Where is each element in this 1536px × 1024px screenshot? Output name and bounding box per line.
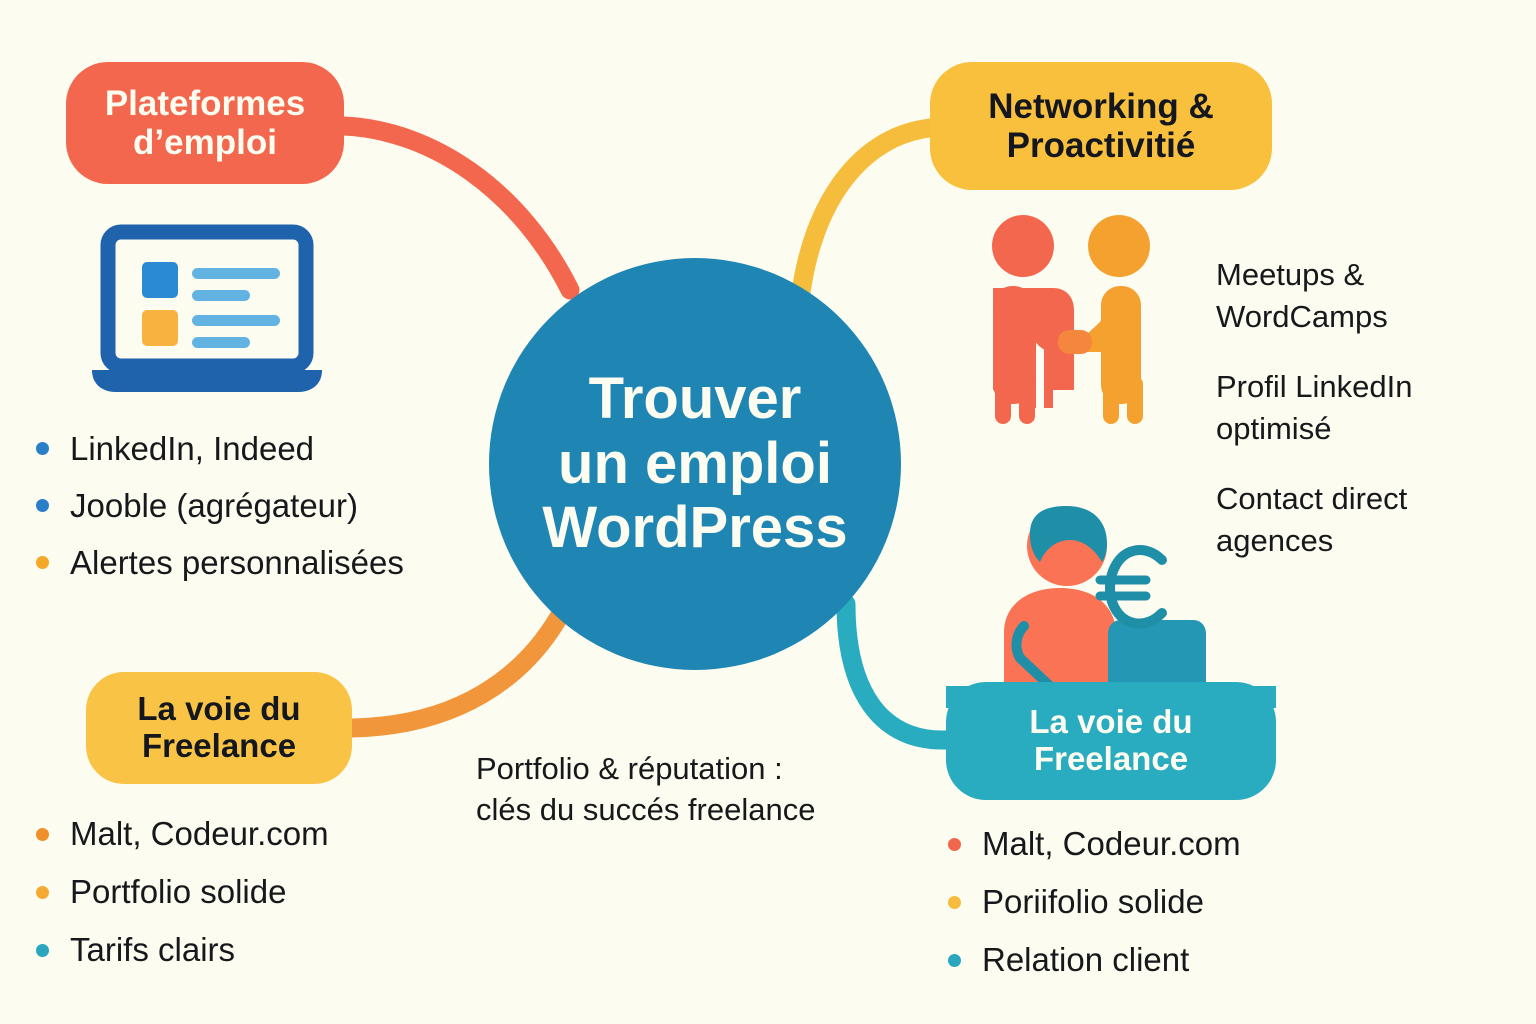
list-item-label: Tarifs clairs: [70, 931, 236, 968]
list-item: Alertes personnalisées: [36, 534, 404, 591]
pill-line-1: Networking &: [988, 86, 1214, 126]
freelance-left-bullet-list: Malt, Codeur.com Portfolio solide Tarifs…: [36, 805, 329, 979]
pill-line-1: La voie du: [137, 690, 301, 728]
bullet-dot: [36, 943, 49, 957]
connector-freelance-left: [342, 590, 578, 738]
bullet-dot: [36, 499, 49, 512]
bullet-dot: [36, 827, 49, 841]
list-item-label: LinkedIn, Indeed: [70, 429, 315, 467]
pill-line-1: La voie du: [1029, 703, 1193, 741]
list-item: Portfolio solide: [36, 863, 329, 921]
list-item: LinkedIn, Indeed: [36, 420, 404, 477]
list-item-label: Alertes personnalisées: [70, 543, 404, 581]
center-line-2: un emploi: [558, 430, 832, 496]
list-item-label: Malt, Codeur.com: [70, 815, 329, 852]
list-item-label: Portfolio solide: [70, 873, 287, 910]
list-item-label: Malt, Codeur.com: [982, 825, 1241, 862]
list-item: Malt, Codeur.com: [36, 805, 329, 863]
pill-line-2: Freelance: [1033, 740, 1189, 777]
list-item-label: Jooble (agrégateur): [70, 486, 359, 524]
freelance-right-bullet-list: Malt, Codeur.com Poriifolio solide Relat…: [948, 815, 1241, 989]
pill-line-2: Freelance: [141, 727, 297, 764]
connector-networking: [790, 118, 940, 310]
connector-freelance-right: [836, 594, 956, 750]
center-line-1: Trouver: [588, 366, 802, 432]
note-line-2: optimisé: [1216, 410, 1332, 446]
bullet-dot: [948, 953, 961, 967]
note-line-2: agences: [1216, 522, 1334, 558]
center-node: Trouver un emploi WordPress: [489, 258, 901, 670]
bullet-dot: [36, 442, 49, 455]
bullet-dot: [948, 837, 961, 851]
branch-label-voie-freelance-right[interactable]: La voie du Freelance: [946, 682, 1276, 800]
note-line-2: WordCamps: [1216, 298, 1388, 334]
list-item-label: Relation client: [982, 941, 1190, 978]
center-caption: Portfolio & réputation : clés du succés …: [476, 748, 815, 830]
platforms-bullet-list: LinkedIn, Indeed Jooble (agrégateur) Ale…: [36, 420, 404, 591]
networking-note-profil-linkedin: Profil LinkedIn optimisé: [1216, 366, 1412, 449]
handshake-icon: [992, 215, 1150, 424]
list-item: Poriifolio solide: [948, 873, 1241, 931]
branch-label-voie-freelance-left[interactable]: La voie du Freelance: [86, 672, 352, 784]
networking-note-contact-agences: Contact direct agences: [1216, 478, 1407, 561]
list-item: Tarifs clairs: [36, 921, 329, 979]
laptop-job-board-icon: [92, 224, 322, 392]
euro-symbol-icon: [1095, 545, 1167, 629]
note-line-1: Contact direct: [1216, 481, 1408, 516]
pill-line-1: Plateformes: [104, 83, 306, 123]
list-item: Relation client: [948, 931, 1241, 989]
bullet-dot: [36, 556, 49, 569]
connector-platforms: [334, 116, 580, 300]
bullet-dot: [948, 895, 961, 909]
note-line-1: Meetups &: [1216, 257, 1365, 292]
caption-line-2: clés du succés freelance: [476, 792, 816, 828]
list-item-label: Poriifolio solide: [982, 883, 1204, 920]
pill-line-2: d’emploi: [133, 123, 277, 162]
note-line-1: Profil LinkedIn: [1216, 369, 1413, 404]
branch-label-plateformes-emploi[interactable]: Plateformes d’emploi: [66, 62, 344, 184]
pill-line-2: Proactivitié: [1006, 126, 1196, 165]
branch-label-networking-proactivite[interactable]: Networking & Proactivitié: [930, 62, 1272, 190]
list-item: Jooble (agrégateur): [36, 477, 404, 534]
bullet-dot: [36, 885, 49, 899]
list-item: Malt, Codeur.com: [948, 815, 1241, 873]
networking-note-meetups: Meetups & WordCamps: [1216, 254, 1388, 337]
caption-line-1: Portfolio & réputation :: [476, 751, 783, 786]
center-line-3: WordPress: [542, 495, 848, 561]
